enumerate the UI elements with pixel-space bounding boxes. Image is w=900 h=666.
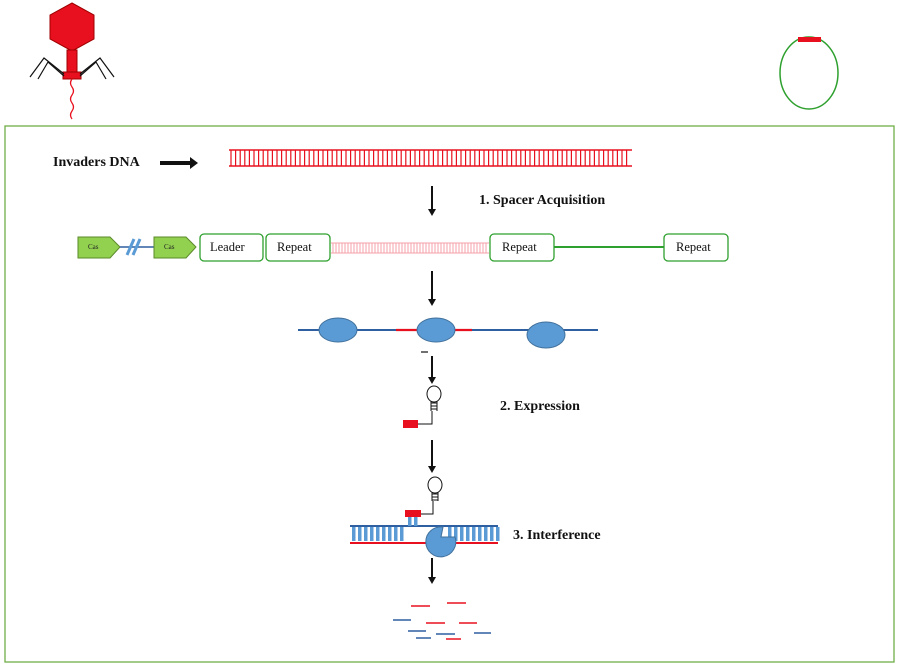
ladder-rung bbox=[364, 527, 368, 541]
cas-protein bbox=[318, 317, 358, 343]
repeat-box-1 bbox=[265, 233, 331, 262]
new-spacer bbox=[331, 242, 489, 254]
pre-crrna bbox=[298, 317, 598, 353]
down-arrow bbox=[428, 440, 436, 473]
cas-protein bbox=[416, 317, 456, 343]
cas-gene-label-2: Cas bbox=[164, 243, 175, 251]
repeat-box-3 bbox=[663, 233, 729, 262]
interference-complex bbox=[350, 476, 500, 558]
expression-label: 2. Expression bbox=[500, 399, 580, 414]
ladder-rung bbox=[484, 527, 488, 541]
ladder-rung bbox=[394, 527, 398, 541]
repeat-label-3: Repeat bbox=[676, 240, 711, 254]
ladder-rung bbox=[478, 527, 482, 541]
ladder-rung bbox=[496, 527, 500, 541]
ladder-rung bbox=[358, 527, 362, 541]
ladder-rung bbox=[460, 527, 464, 541]
cas-gene-label-1: Cas bbox=[88, 243, 99, 251]
repeat-label-1: Repeat bbox=[277, 240, 312, 254]
ladder-rung bbox=[408, 517, 412, 526]
ladder-rung bbox=[448, 527, 452, 541]
ladder-rung bbox=[376, 527, 380, 541]
ladder-rung bbox=[388, 527, 392, 541]
break-symbol-icon bbox=[125, 238, 142, 256]
cell-frame bbox=[4, 125, 895, 663]
invader-dna-ladder bbox=[229, 149, 632, 167]
bacteriophage-icon bbox=[29, 2, 115, 120]
down-arrow bbox=[428, 558, 436, 584]
ladder-rung bbox=[382, 527, 386, 541]
ladder-rung bbox=[454, 527, 458, 541]
ladder-rung bbox=[370, 527, 374, 541]
ladder-rung bbox=[400, 527, 404, 541]
leader-box bbox=[199, 233, 264, 262]
down-arrow bbox=[428, 186, 436, 216]
ladder-rung bbox=[490, 527, 494, 541]
cas-protein bbox=[526, 321, 566, 349]
cas-gene-1 bbox=[77, 236, 121, 259]
invaders-dna-label: Invaders DNA bbox=[53, 155, 140, 170]
invader-arrow bbox=[160, 157, 198, 169]
down-arrow bbox=[428, 356, 436, 384]
leader-label: Leader bbox=[210, 240, 245, 254]
crrna-hairpin-icon bbox=[403, 385, 442, 428]
cas-gene-2 bbox=[153, 236, 197, 259]
repeat-label-2: Repeat bbox=[502, 240, 537, 254]
ladder-rung bbox=[414, 517, 418, 526]
interference-label: 3. Interference bbox=[513, 528, 601, 543]
ladder-rung bbox=[472, 527, 476, 541]
ladder-rung bbox=[352, 527, 356, 541]
down-arrow bbox=[428, 271, 436, 306]
dna-fragments bbox=[393, 602, 491, 640]
plasmid-icon bbox=[779, 36, 839, 110]
spacer-acquisition-label: 1. Spacer Acquisition bbox=[479, 193, 606, 208]
ladder-rung bbox=[466, 527, 470, 541]
cas-nuclease bbox=[425, 526, 457, 558]
